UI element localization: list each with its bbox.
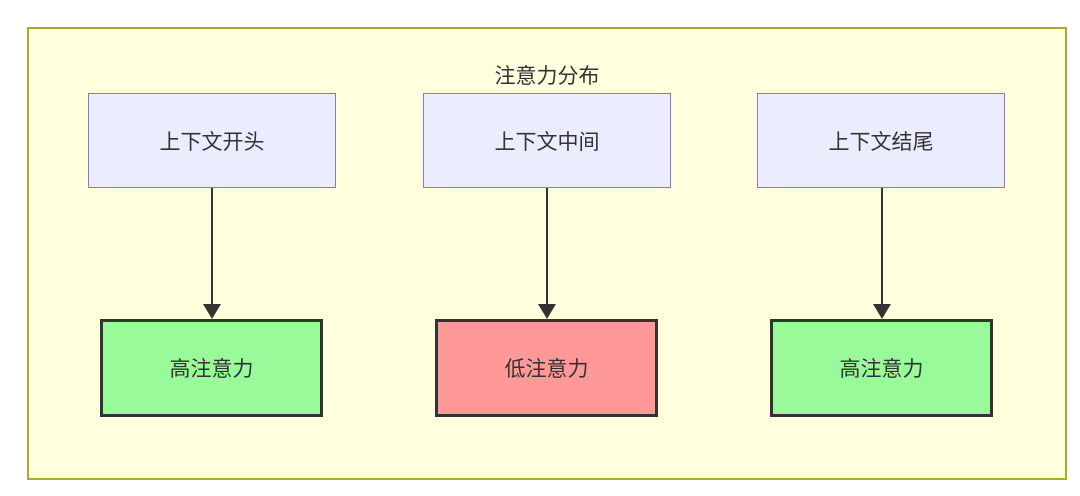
node-low-attention: 低注意力 <box>435 319 658 417</box>
arrow-line-end-to-high <box>881 188 883 305</box>
arrow-head-icon <box>203 304 221 319</box>
arrow-head-icon <box>873 304 891 319</box>
arrow-line-middle-to-low <box>546 188 548 305</box>
node-context-middle: 上下文中间 <box>423 93 671 188</box>
arrow-line-start-to-high <box>211 188 213 305</box>
diagram-title: 注意力分布 <box>494 65 600 88</box>
node-high-attention-1: 高注意力 <box>100 319 323 417</box>
node-context-start: 上下文开头 <box>88 93 336 188</box>
arrow-head-icon <box>538 304 556 319</box>
node-context-end: 上下文结尾 <box>757 93 1005 188</box>
node-high-attention-2: 高注意力 <box>770 319 993 417</box>
